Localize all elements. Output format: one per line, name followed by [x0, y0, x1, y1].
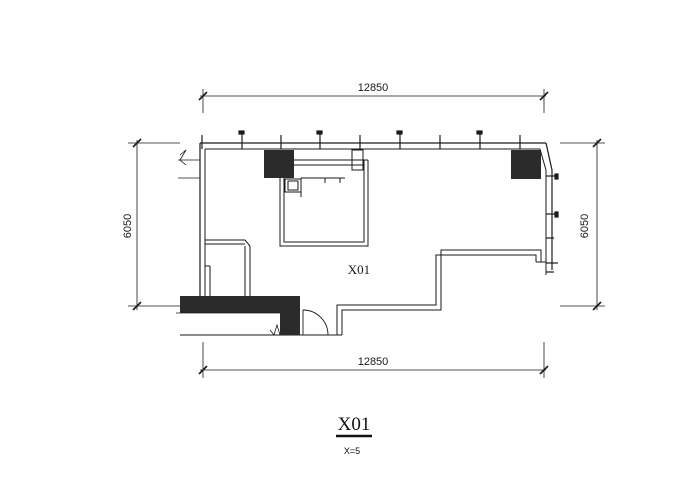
dimension-left: 6050: [122, 138, 180, 311]
drawing-title-block: X01 X=5: [336, 414, 372, 456]
column-top-left: [264, 150, 294, 178]
dimension-bottom: 12850: [198, 342, 549, 378]
facade-mullions: [201, 130, 521, 149]
dimension-bottom-value: 12850: [358, 356, 389, 368]
dimension-top: 12850: [198, 82, 549, 113]
facade-mullions-right: [546, 173, 559, 273]
drawing-scale: X=5: [344, 446, 360, 456]
room-label: X01: [348, 262, 370, 277]
dimension-right-value: 6050: [579, 214, 591, 238]
interior-partitions: [205, 149, 546, 296]
drawing-title: X01: [338, 414, 371, 435]
door-swing: [300, 309, 329, 336]
outer-walls: [178, 142, 553, 336]
dimension-right: 6050: [560, 138, 605, 311]
bottom-core-wall: [176, 296, 300, 336]
column-top-right: [511, 150, 541, 179]
dimension-top-value: 12850: [358, 82, 389, 94]
dimension-left-value: 6050: [122, 214, 134, 238]
